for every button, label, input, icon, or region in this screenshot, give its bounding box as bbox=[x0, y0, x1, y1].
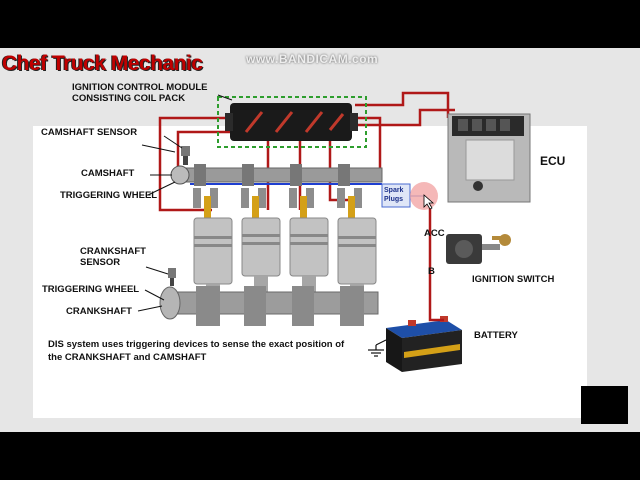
battery-wire bbox=[428, 315, 444, 322]
crankshaft-label: CRANKSHAFT bbox=[66, 306, 132, 317]
diagram-caption: DIS system uses triggering devices to se… bbox=[48, 338, 368, 364]
crankshaft-sensor bbox=[168, 268, 176, 286]
black-overlay-box bbox=[581, 386, 628, 424]
camshaft-sensor-label: CAMSHAFT SENSOR bbox=[41, 127, 138, 138]
cylinder-2 bbox=[241, 188, 281, 298]
crankshaft bbox=[159, 286, 379, 326]
caption-line1: DIS system uses triggering devices to se… bbox=[48, 339, 345, 350]
crankshaft-sensor-label-line1: CRANKSHAFT bbox=[80, 246, 146, 257]
ecu-label: ECU bbox=[540, 154, 566, 168]
triggering-wheel-bottom-label: TRIGGERING WHEEL bbox=[42, 284, 140, 295]
acc-label: ACC bbox=[424, 228, 445, 239]
camshaft-label: CAMSHAFT bbox=[81, 168, 135, 179]
cylinder-3 bbox=[289, 188, 329, 298]
ignition-module-label-line1: IGNITION CONTROL MODULE bbox=[72, 82, 208, 93]
ignition-switch bbox=[446, 234, 511, 264]
battery bbox=[386, 316, 462, 372]
crankshaft-sensor-label-line2: SENSOR bbox=[80, 257, 121, 268]
ignition-module-label: IGNITION CONTROL MODULE CONSISTING COIL … bbox=[72, 82, 207, 104]
bandicam-watermark: www.BANDICAM.com bbox=[246, 52, 379, 66]
coil-pack-outline bbox=[217, 96, 367, 148]
spark-plugs-label-line2: Plugs bbox=[384, 196, 404, 203]
ground-symbol bbox=[368, 339, 387, 357]
camshaft-sensor bbox=[181, 146, 190, 165]
caption-line2: the CRANKSHAFT and CAMSHAFT bbox=[48, 352, 207, 363]
ecu-unit bbox=[447, 113, 531, 203]
channel-name: Chef Truck Mechanic bbox=[2, 52, 203, 75]
crankshaft-sensor-label: CRANKSHAFT SENSOR bbox=[80, 246, 146, 268]
battery-label: BATTERY bbox=[474, 330, 518, 341]
ignition-switch-label: IGNITION SWITCH bbox=[472, 274, 555, 285]
coil-pack bbox=[225, 103, 358, 141]
b-label: B bbox=[428, 266, 435, 277]
spark-plugs-label-line1: Spark bbox=[384, 187, 404, 194]
camshaft bbox=[170, 164, 383, 186]
triggering-wheel-top-label: TRIGGERING WHEEL bbox=[60, 190, 158, 201]
spark-plugs-label: Spark Plugs bbox=[384, 186, 403, 204]
ecu-wires bbox=[355, 91, 455, 127]
mouse-cursor-icon bbox=[423, 194, 435, 210]
label-pointers bbox=[137, 94, 233, 312]
ignition-module-label-line2: CONSISTING COIL PACK bbox=[72, 93, 186, 104]
